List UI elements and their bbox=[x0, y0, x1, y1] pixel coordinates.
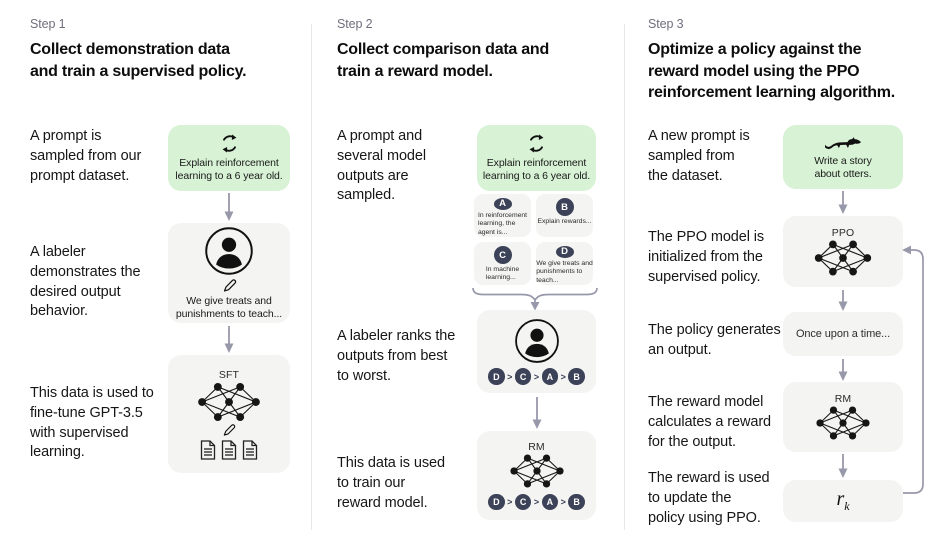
rank-separator: > bbox=[507, 497, 513, 507]
model-outputs-grid: A In reinforcement learning, the agent i… bbox=[474, 194, 593, 285]
output-d-box: D We give treats and punishments to teac… bbox=[536, 242, 593, 285]
neural-network-icon bbox=[814, 239, 872, 276]
rank-chip: A bbox=[541, 493, 559, 511]
step2-rm-box: RM D > C > A > B bbox=[477, 431, 596, 520]
ranking-row: D > C > A > B bbox=[488, 493, 585, 511]
step3-rm-box: RM bbox=[783, 382, 903, 452]
down-arrow-icon bbox=[838, 191, 848, 214]
brace-arrow-icon bbox=[472, 287, 598, 311]
neural-network-icon bbox=[509, 454, 564, 488]
step3-prompt-box: Write a story about otters. bbox=[783, 125, 903, 189]
ranking-row: D > C > A > B bbox=[488, 368, 585, 385]
step3-label: Step 3 bbox=[648, 17, 684, 31]
down-arrow-icon bbox=[224, 193, 234, 221]
labeler-person-icon bbox=[514, 319, 559, 364]
rank-chip: D bbox=[488, 368, 505, 385]
step3-ppo-label: The PPO model is initialized from the su… bbox=[648, 229, 765, 285]
output-c-text: In machine learning... bbox=[485, 266, 520, 282]
ppo-model-label: PPO bbox=[831, 226, 855, 239]
feedback-loop-arrow bbox=[902, 245, 924, 494]
documents-icon bbox=[200, 439, 258, 460]
down-arrow-icon bbox=[838, 359, 848, 381]
neural-network-icon bbox=[198, 382, 260, 421]
column-divider bbox=[311, 24, 312, 530]
rank-separator: > bbox=[533, 497, 540, 507]
step2-title: Collect comparison data and train a rewa… bbox=[337, 41, 549, 80]
rank-chip: D bbox=[488, 493, 505, 511]
step2-train-label: This data is used to train our reward mo… bbox=[337, 455, 445, 511]
rank-chip: C bbox=[514, 368, 532, 385]
prompt-box-text: Explain reinforcement learning to a 6 ye… bbox=[175, 157, 283, 182]
prompt-box-text: Explain reinforcement learning to a 6 ye… bbox=[482, 157, 591, 182]
reward-symbol: rk bbox=[836, 488, 850, 513]
down-arrow-icon bbox=[838, 290, 848, 311]
rank-separator: > bbox=[560, 497, 566, 507]
step1-prompt-box: Explain reinforcement learning to a 6 ye… bbox=[168, 125, 290, 191]
labeler-box-text: We give treats and punishments to teach.… bbox=[175, 294, 283, 320]
step3-output-label: The policy generates an output. bbox=[648, 322, 781, 358]
step3-update-label: The reward is used to update the policy … bbox=[648, 470, 770, 526]
cycle-arrows-icon bbox=[529, 134, 544, 153]
output-b-box: B Explain rewards... bbox=[536, 194, 593, 237]
cycle-arrows-icon bbox=[222, 134, 236, 153]
rank-separator: > bbox=[560, 371, 566, 382]
step1-prompt-label: A prompt is sampled from our prompt data… bbox=[30, 128, 142, 184]
neural-network-icon bbox=[816, 406, 870, 440]
step1-labeler-box: We give treats and punishments to teach.… bbox=[168, 223, 290, 323]
output-d-text: We give treats and punishments to teach.… bbox=[536, 259, 593, 284]
step1-title: Collect demonstration data and train a s… bbox=[30, 41, 247, 80]
otter-icon bbox=[825, 136, 861, 149]
sft-model-box: SFT bbox=[168, 355, 290, 473]
step2-sampled-label: A prompt and several model outputs are s… bbox=[337, 128, 426, 204]
rank-chip: C bbox=[514, 493, 532, 511]
rank-chip: B bbox=[568, 368, 585, 385]
down-arrow-icon bbox=[224, 326, 234, 353]
column-divider bbox=[624, 24, 625, 530]
rm-model-label: RM bbox=[528, 440, 545, 453]
step1-finetune-label: This data is used to fine-tune GPT-3.5 w… bbox=[30, 385, 154, 461]
reward-value-box: rk bbox=[783, 480, 903, 522]
rank-chip: A bbox=[541, 368, 559, 385]
rank-chip: B bbox=[568, 493, 585, 511]
step3-reward-label: The reward model calculates a reward for… bbox=[648, 394, 772, 450]
output-a-text: In reinforcement learning, the agent is.… bbox=[477, 211, 528, 236]
pencil-icon bbox=[223, 278, 236, 292]
sft-model-label: SFT bbox=[218, 368, 240, 381]
step2-prompt-box: Explain reinforcement learning to a 6 ye… bbox=[477, 125, 596, 191]
down-arrow-icon bbox=[532, 397, 542, 429]
step1-labeler-label: A labeler demonstrates the desired outpu… bbox=[30, 244, 141, 320]
step2-label: Step 2 bbox=[337, 17, 373, 31]
step3-new-prompt-label: A new prompt is sampled from the dataset… bbox=[648, 128, 750, 184]
output-b-text: Explain rewards... bbox=[537, 218, 592, 225]
down-arrow-icon bbox=[838, 454, 848, 478]
output-c-box: C In machine learning... bbox=[474, 242, 531, 285]
output-a-badge: A bbox=[493, 198, 512, 210]
output-d-badge: D bbox=[555, 246, 574, 258]
policy-output-box: Once upon a time... bbox=[783, 312, 903, 356]
step3-title: Optimize a policy against the reward mod… bbox=[648, 41, 895, 101]
step2-ranks-label: A labeler ranks the outputs from best to… bbox=[337, 328, 456, 384]
rank-separator: > bbox=[507, 371, 513, 382]
labeler-person-icon bbox=[205, 226, 253, 275]
step2-ranking-box: D > C > A > B bbox=[477, 310, 596, 393]
prompt-box-text: Write a story about otters. bbox=[814, 154, 872, 180]
policy-output-text: Once upon a time... bbox=[795, 328, 891, 340]
output-b-badge: B bbox=[555, 198, 574, 216]
output-c-badge: C bbox=[493, 246, 512, 264]
rank-separator: > bbox=[533, 371, 540, 382]
ppo-model-box: PPO bbox=[783, 216, 903, 287]
rm-model-label: RM bbox=[834, 393, 852, 405]
output-a-box: A In reinforcement learning, the agent i… bbox=[474, 194, 531, 237]
step1-label: Step 1 bbox=[30, 17, 66, 31]
pencil-icon bbox=[223, 423, 236, 436]
